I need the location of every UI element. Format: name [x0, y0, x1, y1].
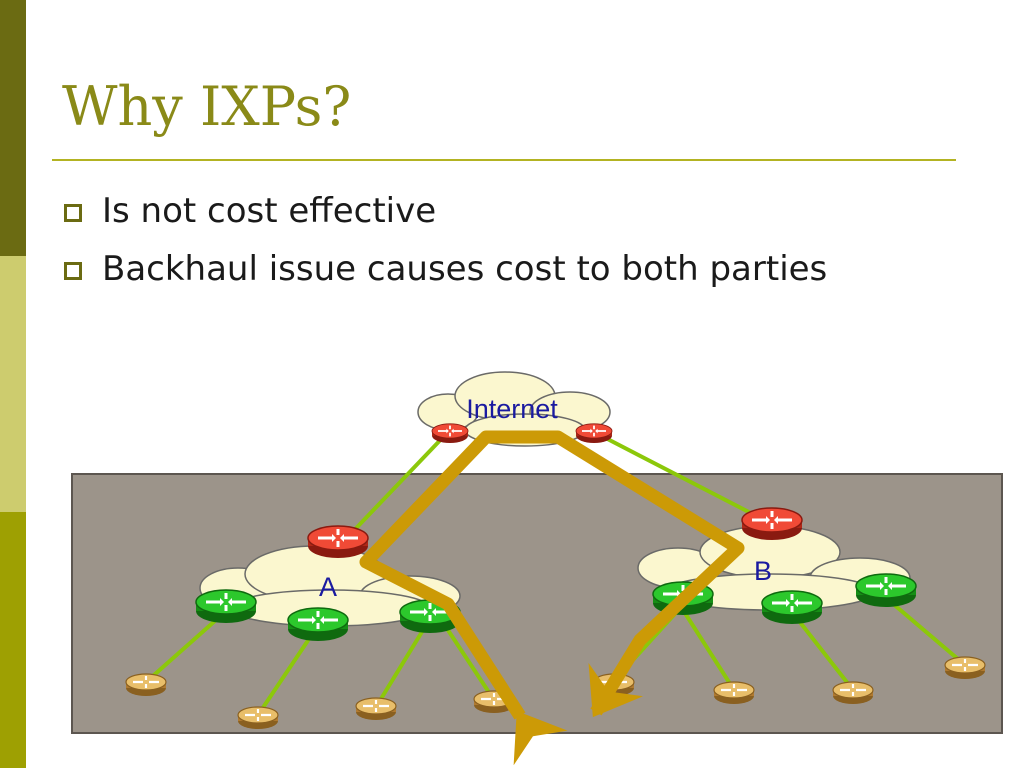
router-icon	[740, 506, 804, 542]
router-icon	[854, 572, 918, 609]
bullet-square-icon	[64, 204, 82, 222]
backhaul-arrow-right	[525, 430, 745, 718]
network-links	[143, 430, 967, 717]
router-icon	[712, 680, 756, 706]
bullet-item: Backhaul issue causes cost to both parti…	[62, 248, 827, 306]
router-icon	[575, 422, 613, 444]
network-a-label: A	[319, 572, 337, 602]
bullet-square-icon	[64, 262, 82, 280]
router-icon	[431, 422, 469, 444]
backhaul-arrow-left	[359, 430, 568, 766]
sidebar-band-middle	[0, 256, 26, 512]
sidebar-band-bottom	[0, 512, 26, 768]
cloud-icon	[199, 545, 461, 627]
router-icon	[354, 696, 398, 722]
router-icon	[236, 705, 280, 731]
bullet-item: Is not cost effective	[62, 190, 827, 248]
router-icon	[943, 655, 987, 681]
router-icon	[760, 589, 824, 626]
internet-label: Internet	[466, 394, 558, 424]
router-icon	[286, 606, 350, 643]
router-icon	[831, 680, 875, 706]
title-divider	[52, 159, 956, 161]
router-icon	[306, 524, 370, 560]
network-b-label: B	[754, 556, 772, 586]
router-icon	[194, 588, 258, 625]
router-icon	[124, 672, 168, 698]
bullet-list: Is not cost effective Backhaul issue cau…	[62, 190, 827, 306]
sidebar-band-top	[0, 0, 26, 256]
bullet-text: Backhaul issue causes cost to both parti…	[102, 249, 828, 289]
slide-title: Why IXPs?	[62, 75, 352, 138]
bullet-text: Is not cost effective	[102, 191, 437, 231]
